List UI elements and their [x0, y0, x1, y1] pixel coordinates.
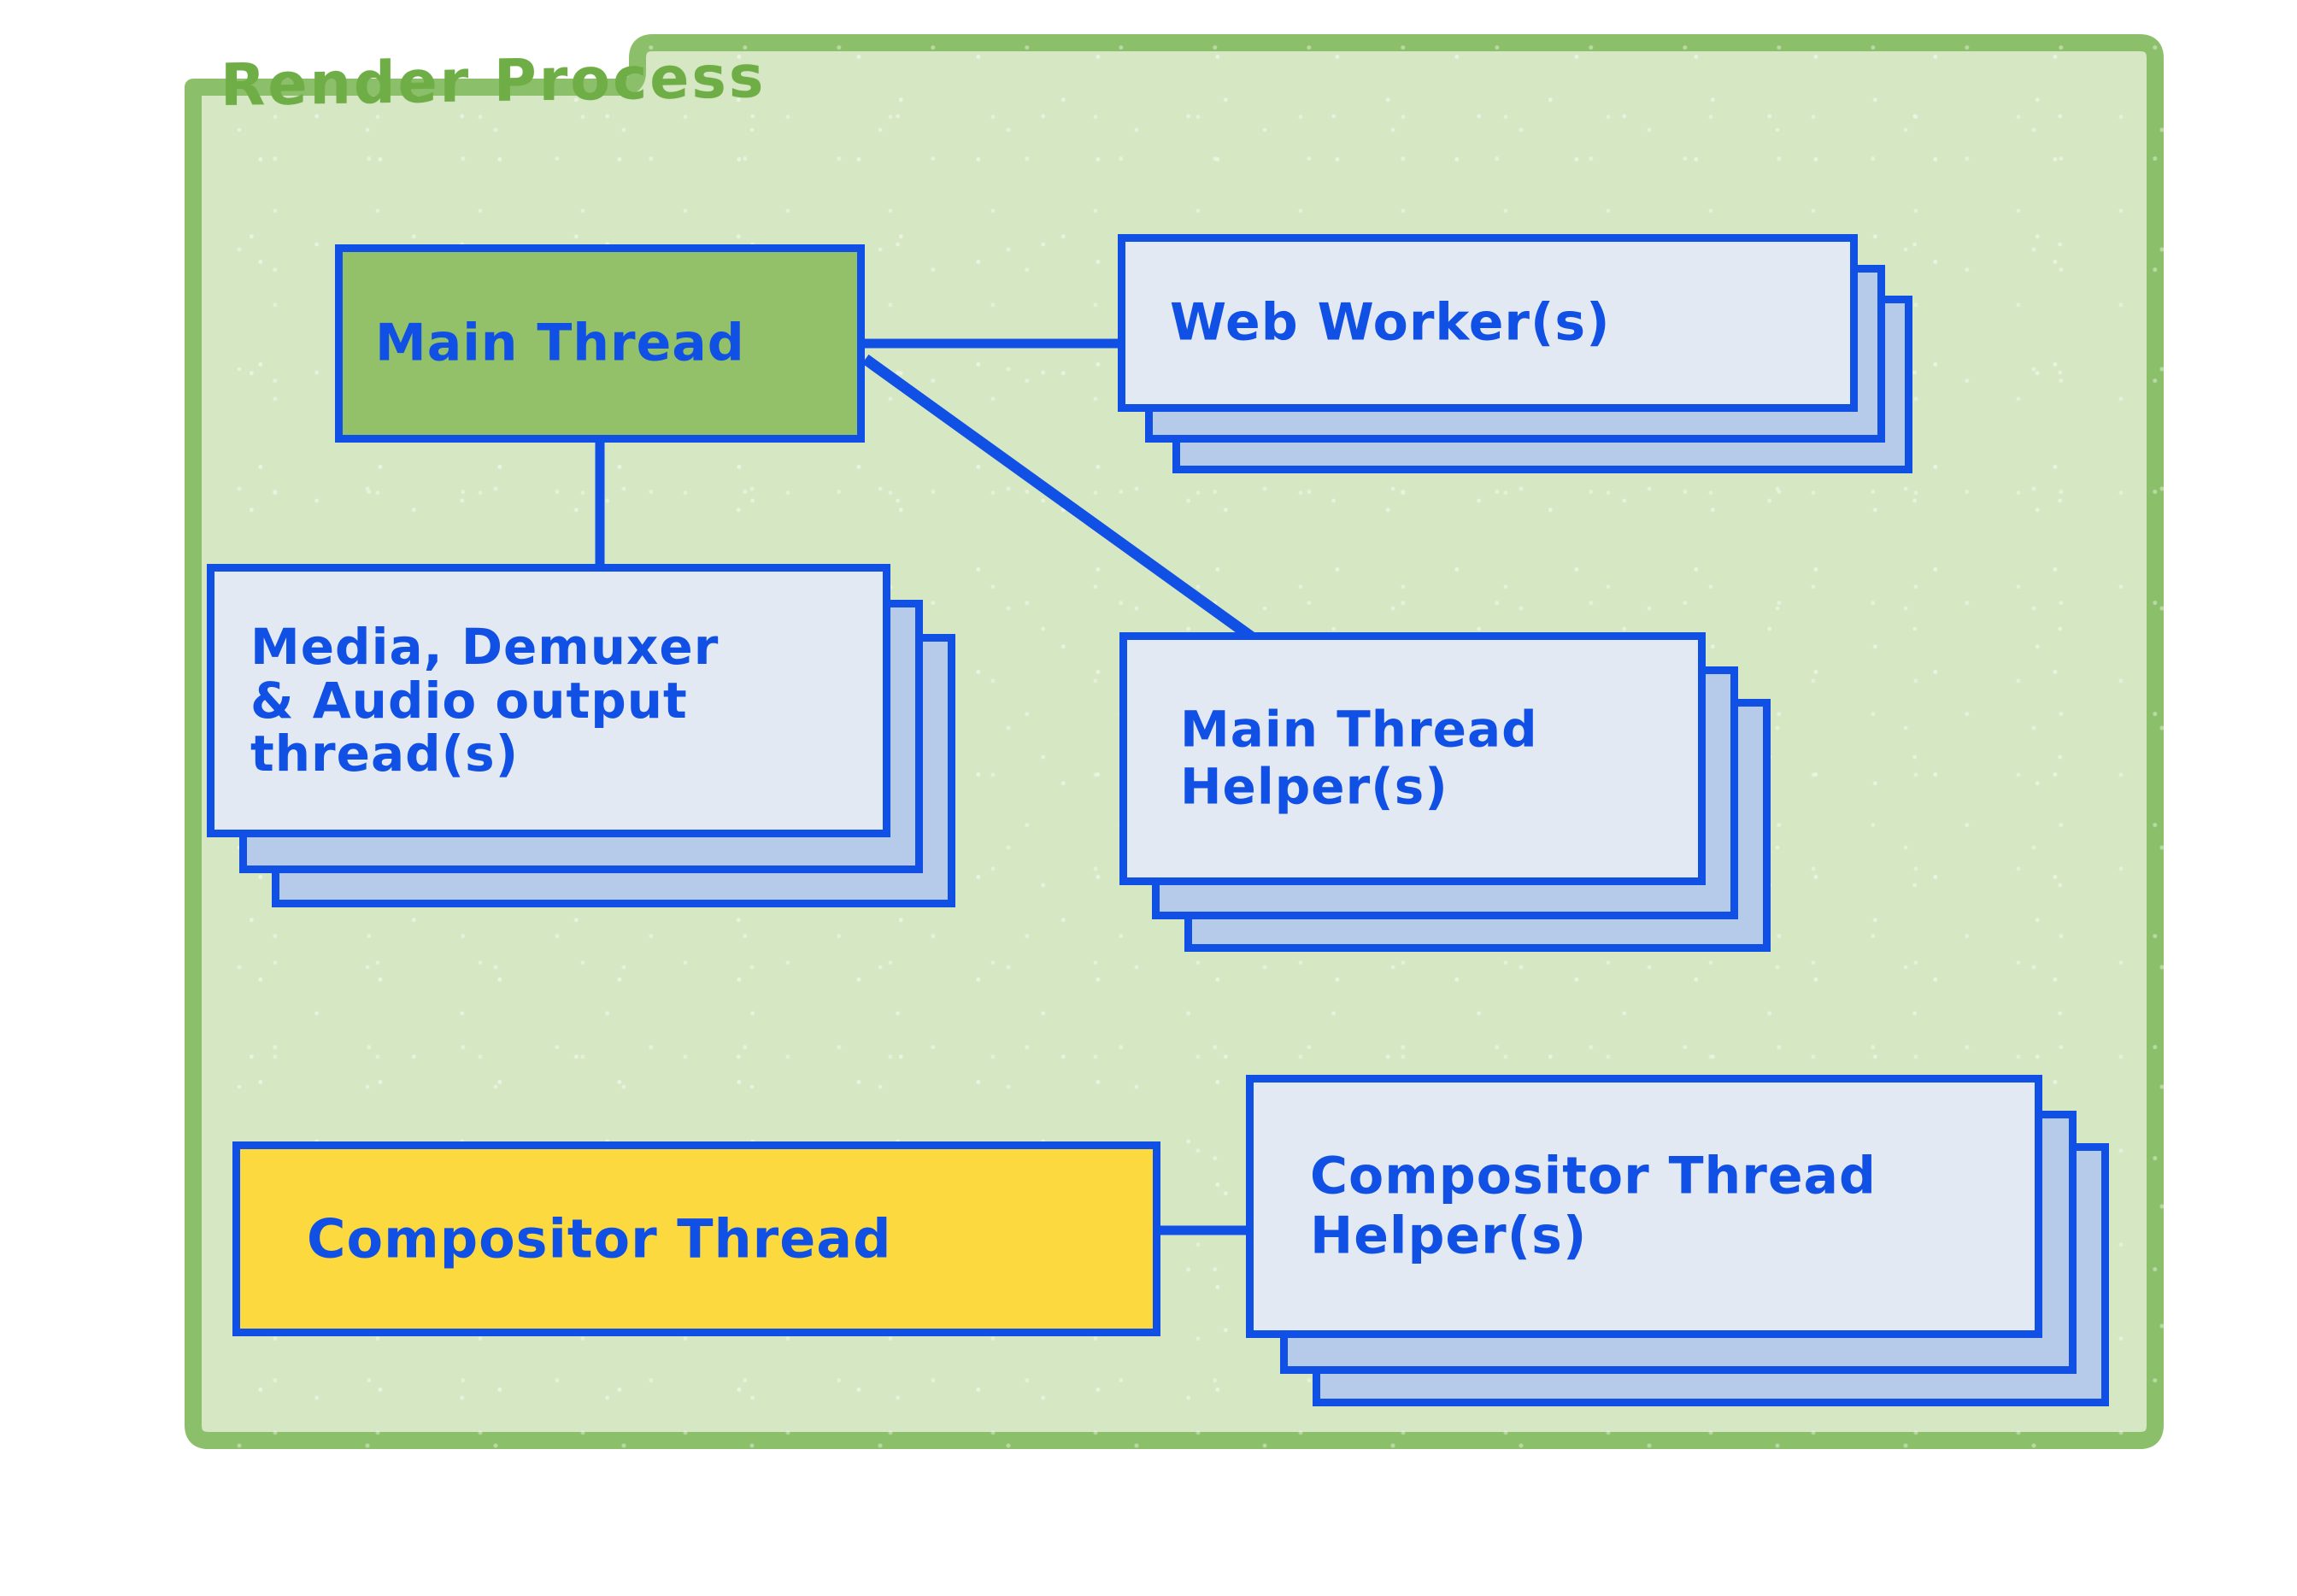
main-thread-helper-label: Main Thread Helper(s) — [1180, 700, 1538, 816]
media-thread-label: Media, Demuxer & Audio output thread(s) — [250, 618, 720, 783]
compositor-helper-card-front[interactable]: Compositor Thread Helper(s) — [1246, 1075, 2042, 1338]
main-thread-card[interactable]: Main Thread — [335, 244, 865, 443]
node-web-worker[interactable]: Web Worker(s) — [1118, 234, 1938, 490]
compositor-helper-label: Compositor Thread Helper(s) — [1310, 1146, 1877, 1265]
node-media-demuxer-audio[interactable]: Media, Demuxer & Audio output thread(s) — [207, 564, 1087, 957]
web-worker-label: Web Worker(s) — [1170, 292, 1611, 353]
node-compositor-thread-helper[interactable]: Compositor Thread Helper(s) — [1246, 1075, 2177, 1427]
node-main-thread[interactable]: Main Thread — [335, 244, 865, 443]
compositor-thread-card[interactable]: Compositor Thread — [232, 1141, 1160, 1336]
node-compositor-thread[interactable]: Compositor Thread — [232, 1141, 1160, 1336]
compositor-thread-label: Compositor Thread — [307, 1207, 892, 1270]
web-worker-card-front[interactable]: Web Worker(s) — [1118, 234, 1858, 412]
page-title: Render Process — [220, 43, 767, 120]
main-thread-label: Main Thread — [375, 313, 745, 373]
node-main-thread-helper[interactable]: Main Thread Helper(s) — [1119, 632, 1837, 974]
main-thread-helper-card-front[interactable]: Main Thread Helper(s) — [1119, 632, 1706, 885]
media-thread-card-front[interactable]: Media, Demuxer & Audio output thread(s) — [207, 564, 890, 837]
